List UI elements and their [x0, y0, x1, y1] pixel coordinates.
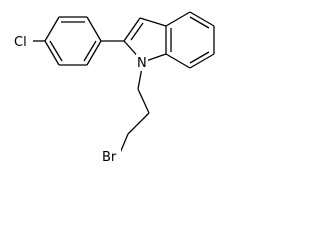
bond: [189, 53, 215, 69]
indole-benzo-ring: [165, 11, 215, 69]
bromobutyl-chain: [119, 61, 150, 154]
bond: [123, 17, 141, 42]
label-background: [136, 54, 148, 71]
inner-double-bond: [83, 40, 97, 62]
inner-double-bond: [189, 51, 210, 64]
bond: [44, 40, 60, 66]
chlorophenyl-ring: [44, 16, 102, 66]
bond: [139, 17, 167, 27]
bond: [127, 112, 150, 135]
molecule-svg: Cl N Br: [13, 11, 215, 165]
structure-diagram: Cl N Br: [13, 11, 215, 165]
label-background: [13, 32, 33, 50]
chlorine-label: Cl: [14, 35, 27, 50]
bond: [165, 53, 191, 69]
bond: [86, 16, 102, 42]
bond: [44, 16, 60, 42]
bond: [137, 88, 150, 114]
label-background: [101, 147, 121, 165]
bromine-label: Br: [102, 150, 117, 165]
bond: [86, 40, 102, 66]
bond: [119, 133, 129, 154]
nitrogen-label: N: [137, 56, 147, 71]
bond: [165, 11, 191, 27]
inner-double-bond: [130, 22, 144, 41]
inner-double-bond: [189, 16, 210, 29]
bond: [189, 11, 215, 27]
inner-double-bond: [49, 40, 63, 62]
